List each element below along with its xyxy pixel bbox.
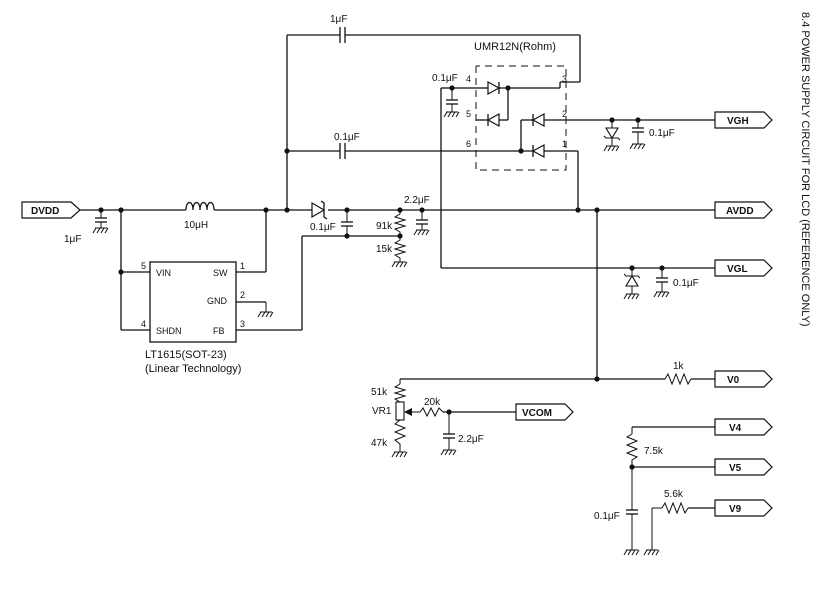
- r47k-label: 47k: [371, 438, 388, 449]
- chip-lt1615-maker: (Linear Technology): [145, 363, 241, 375]
- pin-sw-num: 1: [240, 261, 245, 271]
- page-title: 8.4 POWER SUPPLY CIRCUIT FOR LCD (REFERE…: [799, 12, 811, 327]
- sw-wire: [236, 207, 269, 273]
- gnd-wire: [236, 301, 274, 318]
- umr-pin1-wire: [566, 150, 581, 213]
- umr-pin6: 6: [466, 139, 471, 149]
- cap-avdd: 2.2μF: [404, 195, 430, 236]
- pin-shdn-num: 4: [141, 319, 146, 329]
- port-v5-label: V5: [729, 463, 742, 474]
- port-vcom-label: VCOM: [522, 408, 552, 419]
- pin-fb-num: 3: [240, 319, 245, 329]
- cap-vcom-label: 2.2μF: [458, 434, 484, 445]
- cap-v9-label: 0.1μF: [594, 511, 620, 522]
- chip-umr12n: UMR12N(Rohm) 4 5 6 3 2 1: [466, 41, 567, 171]
- r20k-label: 20k: [424, 397, 441, 408]
- port-v0: V0: [714, 370, 773, 388]
- cap-vgl-label: 0.1μF: [673, 278, 699, 289]
- port-v5: V5: [714, 458, 773, 476]
- vr1-label: VR1: [372, 406, 392, 417]
- vcom-divider: 51k VR1 47k 20k 2.2μF: [371, 379, 516, 458]
- r7-5k-label: 7.5k: [644, 446, 664, 457]
- port-v0-label: V0: [727, 375, 740, 386]
- umr-pin1: 1: [562, 139, 567, 149]
- r91k-label: 91k: [376, 221, 393, 232]
- vgl-output: 0.1μF: [623, 265, 699, 300]
- cap-dvdd: 1μF: [64, 207, 109, 245]
- vgh-output: 0.1μF: [566, 117, 715, 152]
- r15k-label: 15k: [376, 244, 393, 255]
- port-dvdd-label: DVDD: [31, 206, 59, 217]
- chip-lt1615: VIN 5 SHDN 4 SW 1 GND 2 FB 3 LT1615(SOT-…: [141, 261, 245, 375]
- pin-sw: SW: [213, 268, 228, 278]
- chip-umr12n-name: UMR12N(Rohm): [474, 41, 556, 53]
- port-dvdd: DVDD: [21, 201, 81, 219]
- pin-vin-num: 5: [141, 261, 146, 271]
- pin-gnd: GND: [207, 296, 228, 306]
- cap-mid-label: 0.1μF: [334, 132, 360, 143]
- inductor-l1: 10μH: [184, 201, 215, 231]
- fb-wire: [236, 233, 403, 331]
- cap-schottky: 0.1μF: [310, 207, 353, 236]
- cap-vgh-label: 0.1μF: [649, 128, 675, 139]
- port-vgh-label: VGH: [727, 116, 749, 127]
- port-v9-label: V9: [729, 504, 742, 515]
- cap-mid: 0.1μF: [334, 132, 476, 159]
- chip-lt1615-name: LT1615(SOT-23): [145, 349, 227, 361]
- avdd-branch: [594, 207, 600, 379]
- port-v4: V4: [714, 418, 773, 436]
- pin-vin: VIN: [156, 268, 171, 278]
- pin-fb: FB: [213, 326, 225, 336]
- pin-shdn: SHDN: [156, 326, 182, 336]
- pin-gnd-num: 2: [240, 290, 245, 300]
- divider-91k-15k: 91k 15k: [376, 207, 408, 268]
- r1k-label: 1k: [673, 361, 685, 372]
- cap-umr: 0.1μF: [432, 73, 715, 269]
- v0-line: 1k: [400, 361, 715, 386]
- v4-v5-v9-network: 7.5k 5.6k 0.1μF: [594, 426, 715, 556]
- port-vgl: VGL: [714, 259, 773, 277]
- schottky-diode: [311, 200, 328, 220]
- port-avdd-label: AVDD: [726, 206, 754, 217]
- port-v4-label: V4: [729, 423, 742, 434]
- cap-umr-label: 0.1μF: [432, 73, 458, 84]
- r5-6k-label: 5.6k: [664, 489, 684, 500]
- umr-pin3: 3: [562, 74, 567, 84]
- umr-pin5: 5: [466, 109, 471, 119]
- port-vgh: VGH: [714, 111, 773, 129]
- port-vcom: VCOM: [515, 403, 574, 421]
- port-v9: V9: [714, 499, 773, 517]
- charge-pump-wires: [284, 34, 340, 213]
- cap-top: 1μF: [330, 14, 581, 83]
- cap-top-label: 1μF: [330, 14, 347, 25]
- umr-pin2: 2: [562, 109, 567, 119]
- cap-dvdd-label: 1μF: [64, 234, 81, 245]
- cap-avdd-label: 2.2μF: [404, 195, 430, 206]
- vin-wire: [118, 207, 150, 331]
- r51k-label: 51k: [371, 387, 388, 398]
- cap-schottky-label: 0.1μF: [310, 222, 336, 233]
- inductor-label: 10μH: [184, 220, 208, 231]
- umr-pin4: 4: [466, 74, 471, 84]
- port-avdd: AVDD: [714, 201, 773, 219]
- port-vgl-label: VGL: [727, 264, 748, 275]
